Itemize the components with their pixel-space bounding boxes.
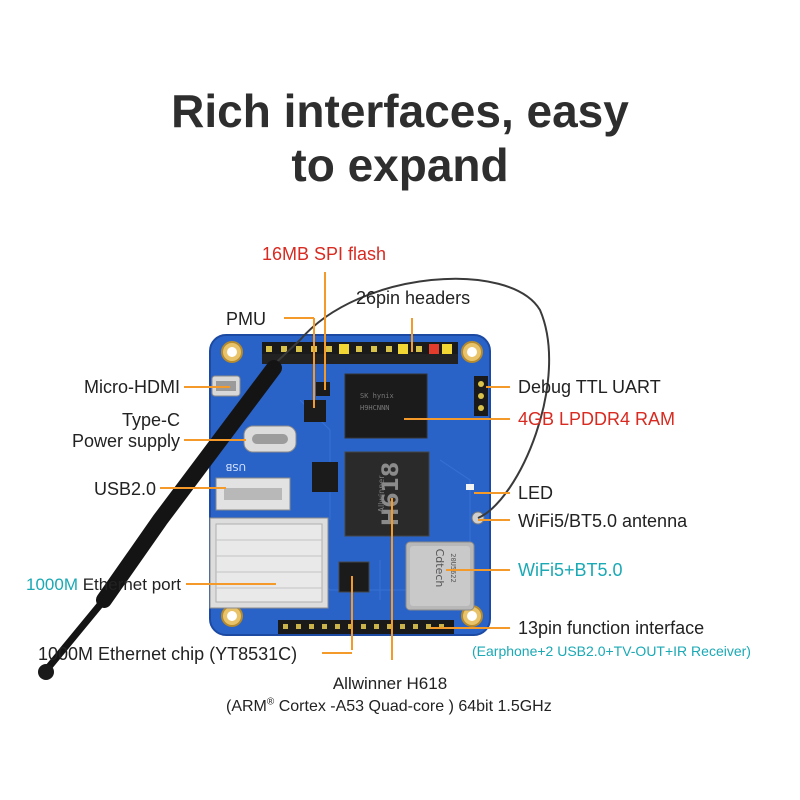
- label-ram: 4GB LPDDR4 RAM: [518, 409, 676, 429]
- label-wifi-module: WiFi5+BT5.0: [518, 560, 623, 580]
- label-pmu: PMU: [226, 309, 266, 329]
- antenna-cable: [265, 277, 551, 519]
- pin-interface-13: [278, 620, 454, 634]
- wifi-brand-mark: Cdtech: [433, 549, 446, 588]
- title-line-1: Rich interfaces, easy: [171, 85, 629, 137]
- led: [466, 484, 474, 490]
- label-soc-line1: Allwinner H618: [332, 674, 448, 693]
- label-power-supply: Power supply: [71, 431, 180, 451]
- label-26pin-headers: 26pin headers: [356, 288, 471, 308]
- soc-brand-mark: Allwinner: [377, 475, 386, 513]
- small-chip: [312, 462, 338, 492]
- label-led: LED: [518, 483, 554, 503]
- antenna-stick: [38, 360, 282, 680]
- title-line-2: to expand: [291, 139, 509, 191]
- label-ethernet-chip: 1000M Ethernet chip (YT8531C): [38, 644, 298, 664]
- wifi-model-mark: 20U5622: [449, 553, 457, 583]
- svg-text:H9HCNNN: H9HCNNN: [360, 404, 390, 412]
- pin-header-26: [262, 342, 458, 364]
- ram-chip: SK hynix H9HCNNN: [344, 373, 428, 439]
- pmu-chip: [304, 400, 326, 422]
- label-soc-reg: ®: [266, 696, 275, 708]
- leader-lines: [160, 272, 510, 660]
- label-13pin-interface: 13pin function interface: [518, 618, 705, 638]
- label-soc-arm: (ARM: [226, 698, 267, 715]
- page-title: Rich interfaces, easy to expand: [0, 84, 800, 192]
- svg-text:SK hynix: SK hynix: [360, 392, 394, 400]
- label-13pin-sub: (Earphone+2 USB2.0+TV-OUT+IR Receiver): [472, 643, 751, 659]
- type-c-port: [243, 425, 297, 453]
- label-debug-uart: Debug TTL UART: [518, 377, 661, 397]
- spi-flash-chip: [316, 382, 330, 396]
- label-soc-rest: Cortex -A53 Quad-core ) 64bit 1.5GHz: [274, 698, 552, 715]
- label-micro-hdmi: Micro-HDMI: [84, 377, 180, 397]
- label-type-c: Type-C: [121, 410, 180, 430]
- ethernet-port: [209, 517, 329, 609]
- usb-silk-mark: USB: [225, 461, 246, 472]
- label-spi-flash: 16MB SPI flash: [262, 244, 387, 264]
- label-soc-line2: (ARM® Cortex -A53 Quad-core ) 64bit 1.5G…: [226, 697, 552, 717]
- wifi-module: Cdtech 20U5622: [405, 541, 475, 611]
- mounting-holes: [221, 341, 483, 627]
- soc-chip: H618 Allwinner: [344, 451, 430, 537]
- label-ethernet-rest: Ethernet port: [77, 575, 181, 594]
- debug-uart-pins: [474, 376, 488, 416]
- usb2-port: USB: [215, 461, 291, 511]
- ethernet-chip: [338, 561, 370, 593]
- label-ethernet-speed: 1000M: [26, 575, 78, 594]
- label-ethernet-port: 1000M Ethernet port: [26, 575, 181, 595]
- label-usb2: USB2.0: [93, 479, 156, 499]
- label-antenna: WiFi5/BT5.0 antenna: [518, 511, 688, 531]
